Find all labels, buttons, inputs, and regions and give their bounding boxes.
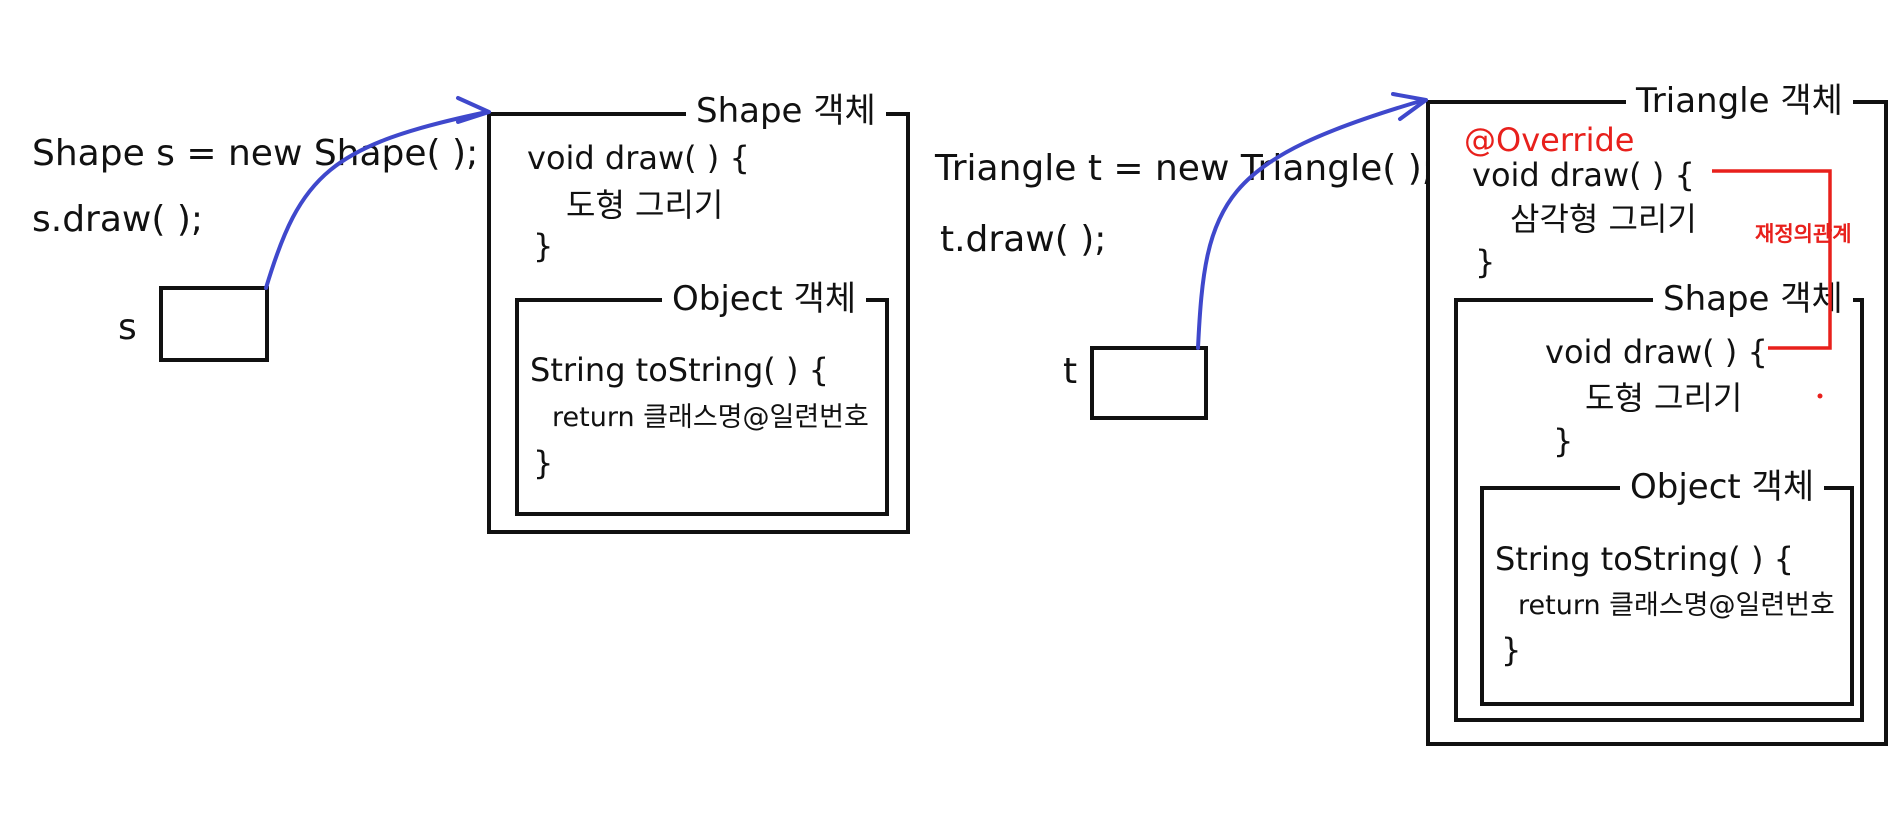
arrowhead-s [456,96,491,124]
variable-label-s: s [118,307,137,348]
object-object-box: Object 객체 [515,282,889,516]
inner-object-tostring-close: } [1501,631,1522,669]
override-annotation: @Override [1464,121,1635,159]
triangle-draw-body: 삼각형 그리기 [1510,200,1697,238]
shape-object-label: Shape 객체 [686,94,886,128]
triangle-draw-close: } [1475,243,1496,281]
inner-shape-draw-body: 도형 그리기 [1585,379,1743,417]
inner-object-tostring-signature: String toString( ) { [1495,540,1794,578]
arrow-s-to-shape-object [264,110,489,290]
reference-variable-t-box [1090,346,1208,420]
shape-draw-signature: void draw( ) { [527,139,750,177]
reference-variable-s-box [159,286,269,362]
override-relation-label: 재정의관계 [1755,222,1852,246]
red-dot [1817,393,1823,399]
inner-object-tostring-body: return 클래스명@일련번호 [1518,590,1835,621]
triangle-draw-signature: void draw( ) { [1472,156,1695,194]
inner-shape-draw-signature: void draw( ) { [1545,333,1768,371]
triangle-object-label: Triangle 객체 [1626,84,1853,118]
inner-shape-draw-close: } [1553,422,1574,460]
shape-object-box: Shape 객체 [487,94,910,534]
object-object-label: Object 객체 [662,282,867,316]
inner-object-object-box: Object 객체 [1480,470,1854,706]
object-tostring-body: return 클래스명@일련번호 [552,402,869,433]
code-line-triangle-draw: t.draw( ); [940,219,1107,260]
override-relation-connector [1712,169,1832,350]
triangle-object-box: Triangle 객체 [1426,84,1888,746]
code-line-shape-draw: s.draw( ); [32,199,204,240]
inner-shape-object-label: Shape 객체 [1653,282,1853,316]
shape-draw-close: } [533,227,554,265]
code-line-triangle-new: Triangle t = new Triangle( ); [935,148,1434,189]
object-tostring-signature: String toString( ) { [530,351,829,389]
shape-draw-body: 도형 그리기 [566,186,724,224]
arrow-t-to-triangle-object [1196,98,1426,350]
variable-label-t: t [1063,351,1078,392]
inner-object-object-label: Object 객체 [1620,470,1825,504]
object-tostring-close: } [533,444,554,482]
arrowhead-t [1391,92,1428,121]
code-line-shape-new: Shape s = new Shape( ); [32,133,479,174]
inner-shape-object-box: Shape 객체 [1454,282,1864,722]
